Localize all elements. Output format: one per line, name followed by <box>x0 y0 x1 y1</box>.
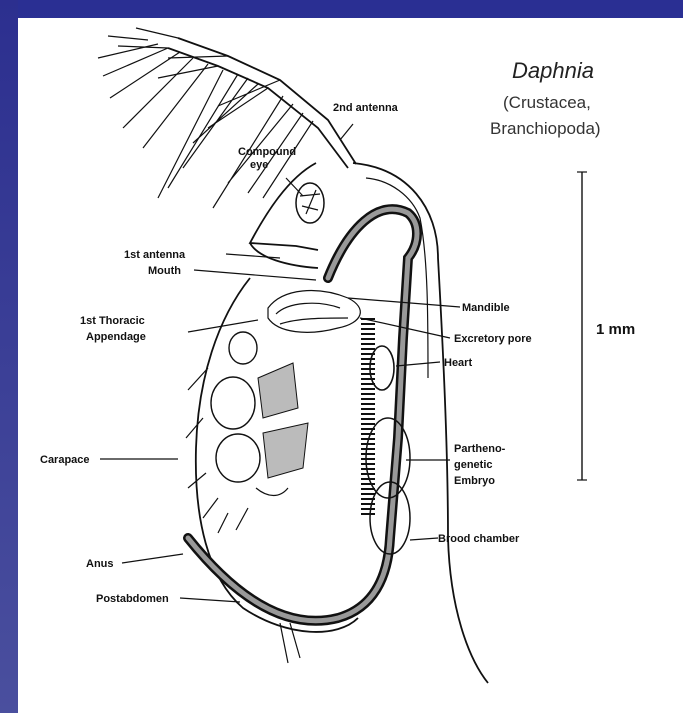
diagram-title: Daphnia <box>512 58 594 83</box>
label-embryo-line-2: genetic <box>454 459 493 471</box>
label-brood-chamber: Brood chamber <box>438 533 520 545</box>
label-mandible: Mandible <box>462 302 510 314</box>
label-embryo-line-3: Embryo <box>454 475 495 487</box>
diagram-panel: Daphnia (Crustacea, Branchiopoda) 1 mm <box>18 18 683 713</box>
label-second-antenna: 2nd antenna <box>333 102 399 114</box>
subtitle-line-1: (Crustacea, <box>503 93 591 112</box>
label-anus: Anus <box>86 558 114 570</box>
daphnia-diagram: Daphnia (Crustacea, Branchiopoda) 1 mm <box>18 18 683 713</box>
left-accent-band <box>0 0 18 713</box>
label-excretory-pore: Excretory pore <box>454 333 532 345</box>
label-compound-eye-line-2: eye <box>250 159 268 171</box>
gut-drawing <box>188 209 417 621</box>
label-thoracic-line-2: Appendage <box>86 331 146 343</box>
label-thoracic-line-1: 1st Thoracic <box>80 315 145 327</box>
label-mouth: Mouth <box>148 265 181 277</box>
label-postabdomen: Postabdomen <box>96 593 169 605</box>
scale-label: 1 mm <box>596 321 635 338</box>
label-compound-eye-line-1: Compound <box>238 146 296 158</box>
subtitle-line-2: Branchiopoda) <box>490 119 601 138</box>
label-heart: Heart <box>444 357 472 369</box>
mandible-drawing <box>268 291 360 333</box>
second-antenna-drawing <box>98 28 356 208</box>
label-embryo-line-1: Partheno- <box>454 443 506 455</box>
scale-bar <box>577 172 587 480</box>
label-first-antenna: 1st antenna <box>124 249 186 261</box>
thoracic-appendages <box>186 332 308 533</box>
label-carapace: Carapace <box>40 454 90 466</box>
